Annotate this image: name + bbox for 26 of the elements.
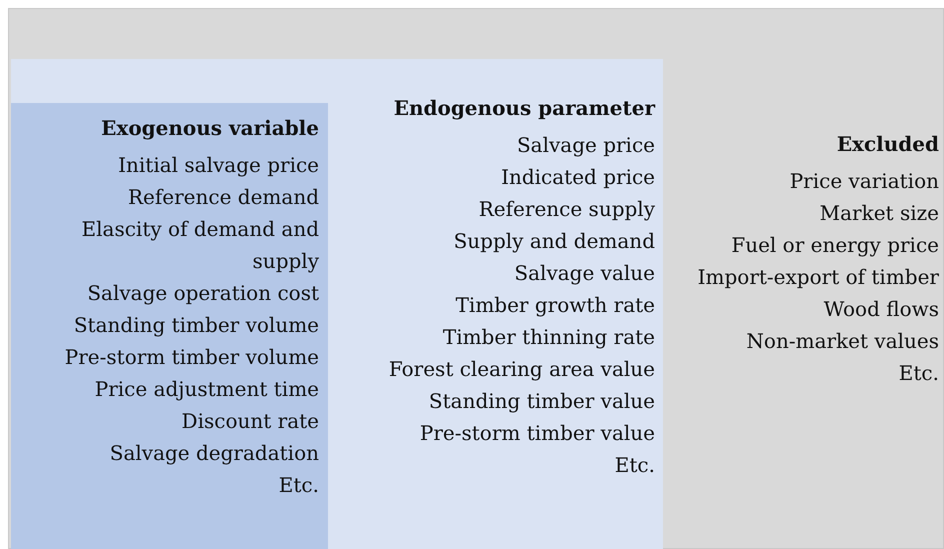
- list-item: Supply and demand: [452, 228, 655, 255]
- list-item: Price adjustment time: [94, 376, 319, 403]
- list-item: Standing timber volume: [72, 312, 319, 339]
- list-item: Initial salvage price: [117, 152, 319, 179]
- panel-heading: Endogenous parameter: [392, 95, 655, 122]
- list-item: Salvage degradation: [108, 440, 319, 467]
- exogenous-panel: [11, 103, 328, 549]
- list-item: Timber growth rate: [454, 292, 655, 319]
- list-item: Reference demand: [126, 184, 319, 211]
- list-item: Pre-storm timber volume: [64, 344, 319, 371]
- list-item: Etc.: [278, 472, 319, 499]
- list-item: Pre-storm timber value: [418, 420, 655, 447]
- list-item: Salvage operation cost: [86, 280, 319, 307]
- excluded-panel: [8, 8, 944, 549]
- endogenous-panel: [11, 59, 663, 549]
- list-item: Forest clearing area value: [388, 356, 655, 383]
- panel-heading: Exogenous variable: [100, 115, 319, 142]
- list-item: Standing timber value: [428, 388, 655, 415]
- list-item: Etc.: [614, 452, 655, 479]
- list-item: Timber thinning rate: [442, 324, 655, 351]
- list-item: Reference supply: [478, 196, 655, 223]
- list-item: Indicated price: [500, 164, 655, 191]
- list-item: Salvage price: [516, 132, 655, 159]
- list-item: Elascity of demand and supply: [80, 216, 319, 275]
- list-item: Salvage value: [513, 260, 655, 287]
- list-item: Discount rate: [180, 408, 319, 435]
